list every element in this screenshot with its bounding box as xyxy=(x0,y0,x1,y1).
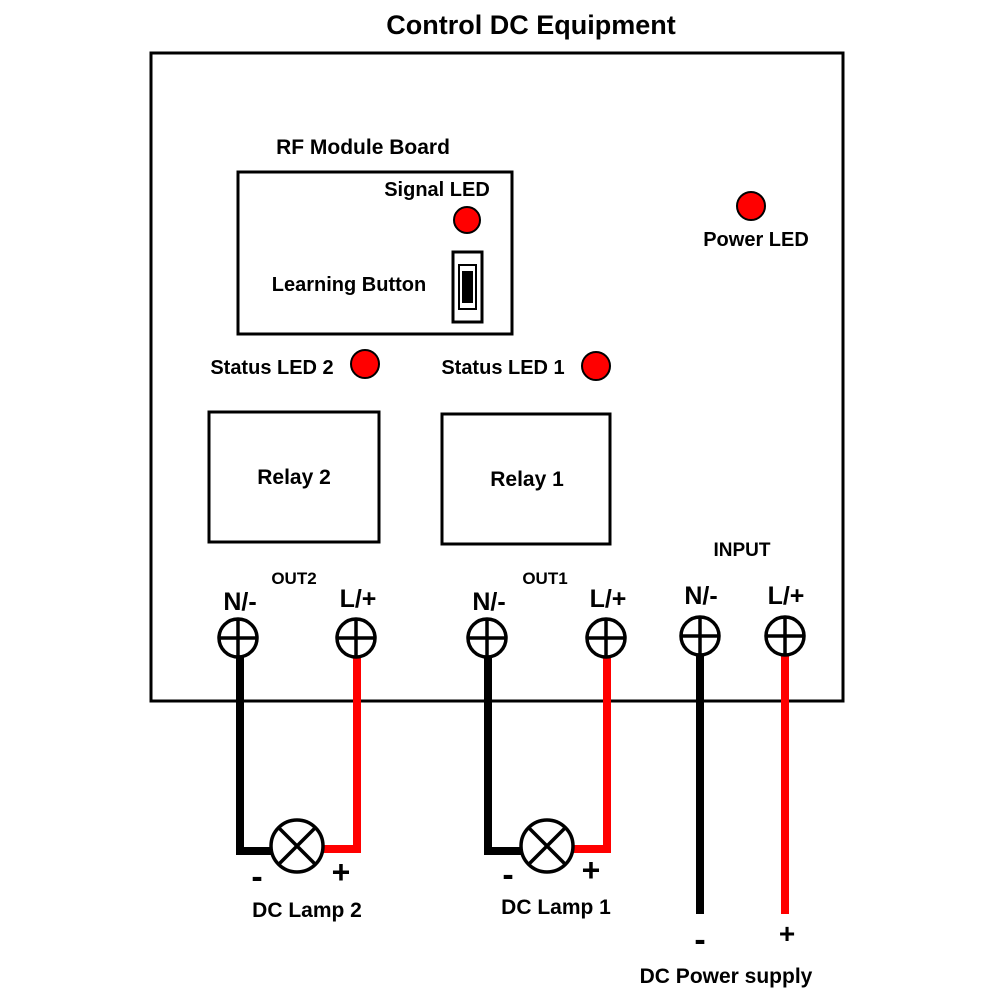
input-pos-terminal-icon xyxy=(764,615,806,657)
out2-pos-terminal-icon xyxy=(335,617,377,659)
relay-1-label: Relay 1 xyxy=(490,468,564,491)
status-led-1 xyxy=(581,351,611,381)
lamp-2-label: DC Lamp 2 xyxy=(252,899,362,922)
relay-2-label: Relay 2 xyxy=(257,466,331,489)
supply-minus: - xyxy=(694,921,705,959)
out2-positive-wire xyxy=(322,656,361,853)
out2-label: OUT2 xyxy=(271,569,316,588)
input-label: INPUT xyxy=(714,540,771,561)
out2-neg-terminal-icon xyxy=(217,617,259,659)
status-led-2-label: Status LED 2 xyxy=(210,357,333,379)
input-neg-label: N/- xyxy=(684,582,717,610)
input-neg-terminal-icon xyxy=(679,615,721,657)
diagram-title: Control DC Equipment xyxy=(386,10,675,40)
out1-positive-wire xyxy=(573,656,611,853)
power-led-label: Power LED xyxy=(703,229,809,251)
relay-2 xyxy=(207,410,381,544)
out2-neg-label: N/- xyxy=(223,588,256,616)
relay-1 xyxy=(440,412,612,546)
power-led xyxy=(736,191,766,221)
lamp-2-plus: + xyxy=(332,854,351,890)
out1-neg-label: N/- xyxy=(472,588,505,616)
out1-pos-terminal-icon xyxy=(585,617,627,659)
out1-label: OUT1 xyxy=(522,569,567,588)
out1-negative-wire xyxy=(484,656,521,855)
lamp-1-icon xyxy=(519,818,575,874)
out1-neg-terminal-icon xyxy=(466,617,508,659)
lamp-1-plus: + xyxy=(582,852,601,888)
lamp-1-label: DC Lamp 1 xyxy=(501,896,611,919)
out2-negative-wire xyxy=(236,656,271,855)
signal-led xyxy=(453,206,481,234)
controller-enclosure xyxy=(149,51,845,703)
out1-pos-label: L/+ xyxy=(590,585,627,613)
out2-pos-label: L/+ xyxy=(340,585,377,613)
learning-button-label: Learning Button xyxy=(272,274,426,296)
supply-plus: + xyxy=(779,918,795,949)
power-supply-label: DC Power supply xyxy=(640,965,813,988)
signal-led-label: Signal LED xyxy=(384,179,490,201)
learning-button[interactable] xyxy=(451,250,484,324)
lamp-2-icon xyxy=(269,818,325,874)
input-pos-label: L/+ xyxy=(768,582,805,610)
rf-module-label: RF Module Board xyxy=(276,136,450,159)
lamp-1-minus: - xyxy=(502,856,513,894)
lamp-2-minus: - xyxy=(251,858,262,896)
status-led-2 xyxy=(350,349,380,379)
status-led-1-label: Status LED 1 xyxy=(441,357,564,379)
